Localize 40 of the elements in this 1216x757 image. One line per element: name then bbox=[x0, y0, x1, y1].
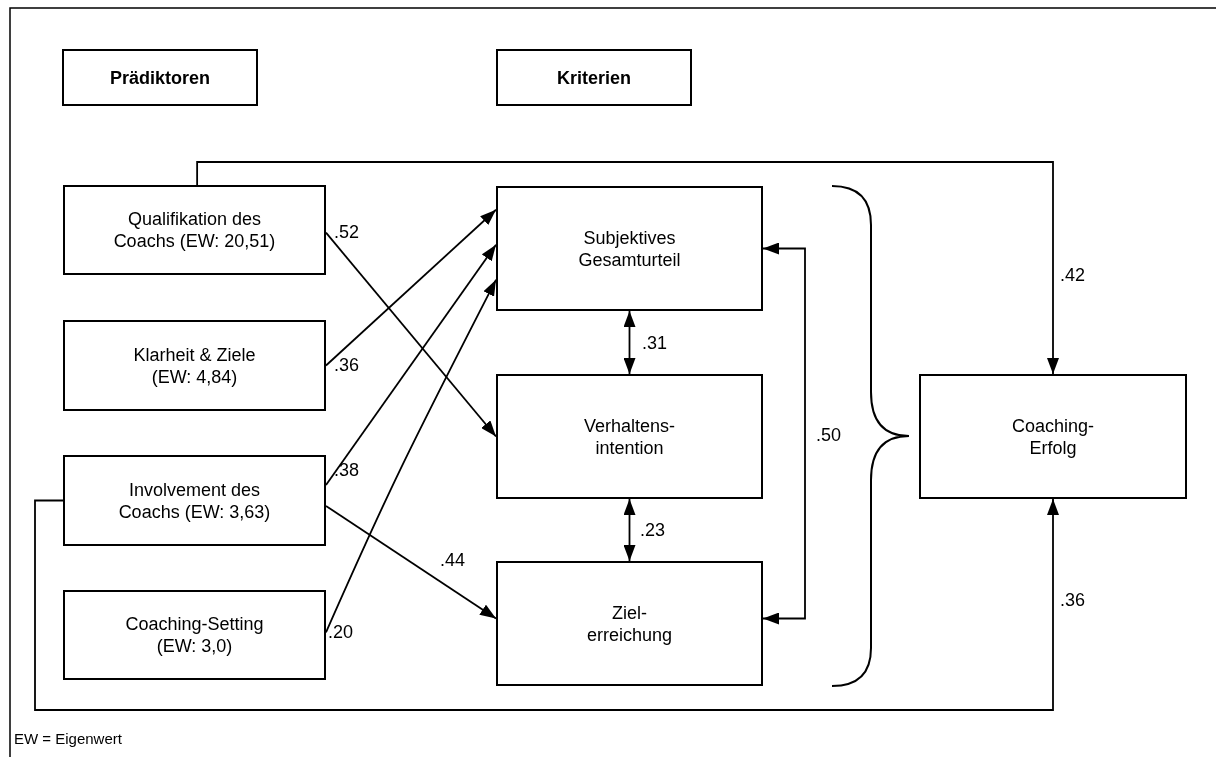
arrow bbox=[196, 161, 1059, 375]
variable-box bbox=[63, 590, 326, 680]
edge-label: .36 bbox=[1060, 590, 1086, 610]
node-label: Qualifikation des Coachs (EW: 20,51) bbox=[112, 208, 277, 252]
edge-label: .50 bbox=[816, 425, 842, 445]
edge-label: .38 bbox=[334, 460, 360, 480]
header-box bbox=[62, 49, 258, 106]
arrow bbox=[623, 310, 636, 375]
edge-label: .23 bbox=[640, 520, 666, 540]
variable-box bbox=[919, 374, 1187, 499]
node-label: Coaching-Setting (EW: 3,0) bbox=[124, 613, 265, 657]
edge-label: .44 bbox=[440, 550, 466, 570]
variable-box bbox=[496, 561, 763, 686]
node-label: Subjektives Gesamturteil bbox=[577, 226, 682, 271]
node-label: Coaching- Erfolg bbox=[1010, 414, 1095, 459]
variable-box bbox=[63, 455, 326, 546]
edge-label: .52 bbox=[334, 222, 360, 242]
node-label: Ziel- erreichung bbox=[585, 601, 674, 646]
edge-label: .42 bbox=[1060, 265, 1086, 285]
arrow bbox=[623, 498, 636, 562]
variable-box bbox=[496, 186, 763, 311]
arrow bbox=[34, 498, 1059, 711]
arrow bbox=[325, 208, 497, 367]
edge-label: .31 bbox=[642, 333, 668, 353]
node-label: Klarheit & Ziele (EW: 4,84) bbox=[132, 343, 257, 388]
node-label: Prädiktoren bbox=[110, 66, 210, 89]
arrow bbox=[762, 242, 806, 625]
node-label: Involvement des Coachs (EW: 3,63) bbox=[117, 478, 272, 523]
edge-label: .36 bbox=[334, 355, 360, 375]
variable-box bbox=[496, 374, 763, 499]
variable-box bbox=[63, 320, 326, 411]
arrow bbox=[325, 243, 497, 486]
variable-box bbox=[63, 185, 326, 275]
header-box bbox=[496, 49, 692, 106]
node-label: Kriterien bbox=[557, 66, 631, 89]
footnote: EW = Eigenwert bbox=[14, 730, 122, 747]
arrow bbox=[325, 505, 497, 620]
edge-label: .20 bbox=[328, 622, 354, 642]
node-label: Verhaltens- intention bbox=[582, 414, 677, 459]
arrow bbox=[325, 231, 497, 438]
